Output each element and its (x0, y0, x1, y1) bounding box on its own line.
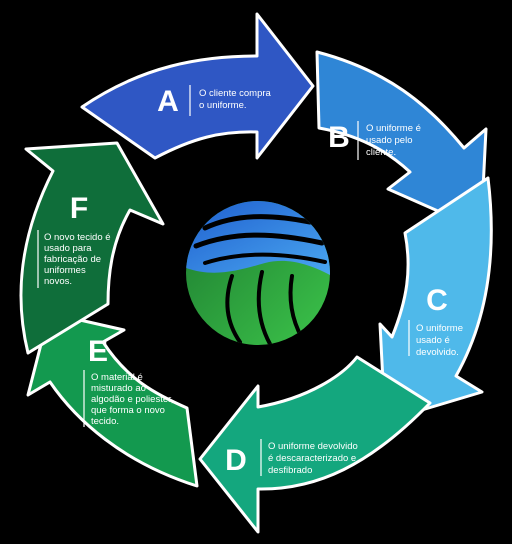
step-a-text: O cliente compra o uniforme. (199, 88, 273, 111)
step-e-text: O material é misturado ao algodão e poli… (91, 372, 176, 427)
step-b-arrow (315, 50, 488, 232)
step-a-letter: A (157, 85, 179, 118)
step-c-arrow (378, 176, 493, 423)
step-f-letter: F (70, 192, 88, 225)
step-c-label: C O uniforme usado é devolvido. (408, 284, 466, 358)
step-d-letter: D (225, 444, 247, 477)
step-c-text: O uniforme usado é devolvido. (416, 323, 466, 358)
step-e-arrow (26, 311, 199, 488)
step-b-text: O uniforme é usado pelo cliente. (366, 123, 424, 158)
step-b-letter: B (328, 121, 350, 154)
step-f-text: O novo tecido é usado para fabricação de… (44, 232, 113, 287)
step-e-label: E O material é misturado ao algodão e po… (83, 335, 176, 427)
step-d-arrow (198, 355, 432, 534)
step-a-arrow (80, 12, 315, 160)
water-leaf-logo-icon (186, 201, 330, 345)
step-c-letter: C (426, 284, 448, 317)
step-f-arrow (19, 141, 165, 355)
step-d-text: O uniforme devolvido é descaracterizado … (268, 441, 360, 476)
step-b-label: B O uniforme é usado pelo cliente. (328, 121, 424, 160)
step-e-letter: E (88, 335, 108, 368)
step-f-label: F O novo tecido é usado para fabricação … (37, 192, 113, 288)
step-a-label: A O cliente compra o uniforme. (157, 85, 273, 118)
step-d-label: D O uniforme devolvido é descaracterizad… (225, 439, 360, 477)
